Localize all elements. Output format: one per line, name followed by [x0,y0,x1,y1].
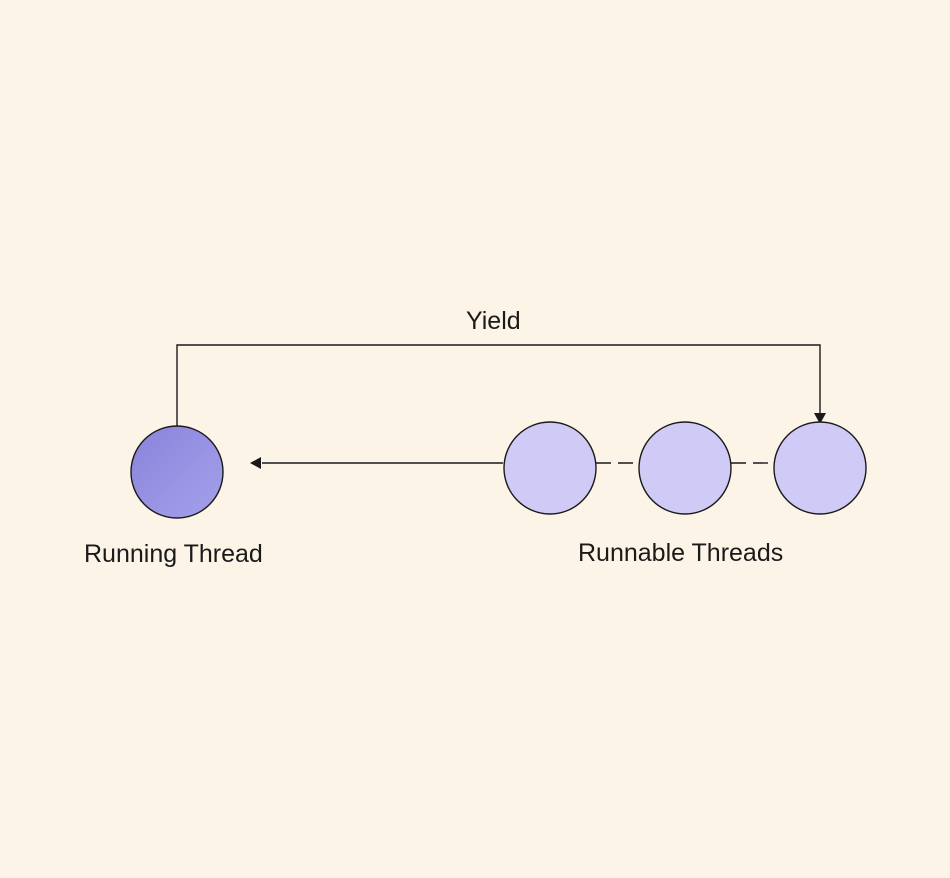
dispatch-arrowhead [250,457,261,469]
yield-arrowhead [814,413,826,424]
runnable-thread-node-2 [638,421,732,515]
yield-connector [176,344,821,427]
yield-label: Yield [466,307,521,335]
running-thread-label: Running Thread [84,540,263,568]
running-thread-node [130,425,224,519]
runnable-thread-node-3 [773,421,867,515]
runnable-thread-node-1 [503,421,597,515]
runnable-threads-label: Runnable Threads [578,539,784,567]
